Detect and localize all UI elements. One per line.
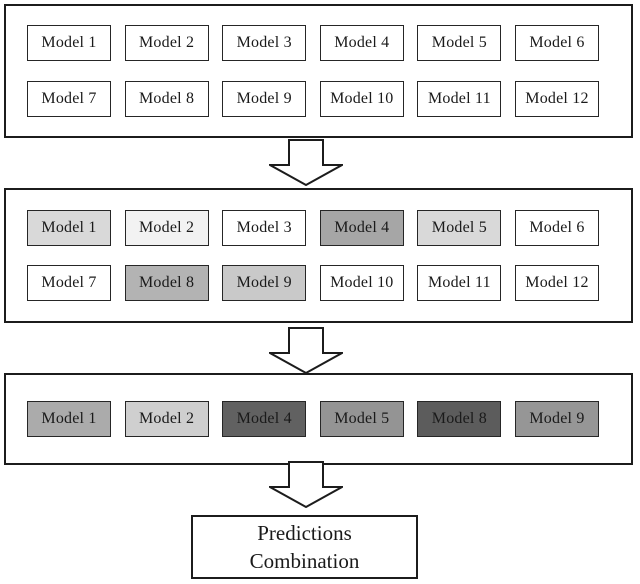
model-box-label: Model 2 bbox=[139, 410, 195, 427]
model-box-label: Model 4 bbox=[236, 410, 292, 427]
model-box: Model 4 bbox=[222, 401, 307, 437]
stage-all-models-panel: Model 1 Model 2 Model 3 Model 4 Model 5 … bbox=[4, 4, 633, 138]
model-row: Model 7 Model 8 Model 9 Model 10 Model 1… bbox=[6, 80, 631, 117]
model-box: Model 8 bbox=[124, 80, 209, 117]
model-box-label: Model 4 bbox=[334, 218, 390, 236]
model-box: Model 4 bbox=[319, 209, 404, 246]
model-box-label: Model 12 bbox=[525, 274, 589, 292]
predictions-combination-line2: Combination bbox=[249, 549, 360, 573]
model-box: Model 11 bbox=[417, 265, 502, 302]
model-box: Model 1 bbox=[27, 209, 111, 246]
model-box: Model 2 bbox=[124, 209, 209, 246]
model-box: Model 4 bbox=[319, 25, 404, 62]
model-box: Model 2 bbox=[124, 25, 209, 62]
model-box: Model 9 bbox=[222, 80, 307, 117]
model-box-label: Model 6 bbox=[529, 34, 585, 52]
model-box-label: Model 1 bbox=[41, 34, 97, 52]
model-box-label: Model 1 bbox=[41, 410, 97, 427]
model-box: Model 12 bbox=[514, 265, 599, 302]
model-box: Model 10 bbox=[319, 80, 404, 117]
down-arrow-icon bbox=[269, 327, 343, 374]
model-box-label: Model 9 bbox=[529, 410, 585, 427]
model-box-label: Model 9 bbox=[236, 274, 292, 292]
model-box: Model 3 bbox=[222, 209, 307, 246]
model-box: Model 1 bbox=[27, 401, 111, 437]
predictions-combination-line1: Predictions bbox=[257, 520, 352, 545]
model-box: Model 5 bbox=[417, 25, 502, 62]
model-box-label: Model 3 bbox=[236, 218, 292, 236]
model-box: Model 6 bbox=[514, 25, 599, 62]
model-row: Model 1 Model 2 Model 3 Model 4 Model 5 … bbox=[6, 25, 631, 62]
model-box-label: Model 3 bbox=[236, 34, 292, 52]
model-box-label: Model 1 bbox=[41, 218, 97, 236]
down-arrow-icon bbox=[269, 139, 343, 186]
model-box-label: Model 5 bbox=[431, 218, 487, 236]
model-box: Model 8 bbox=[417, 401, 502, 437]
down-arrow-icon bbox=[269, 461, 343, 508]
model-box-label: Model 5 bbox=[431, 34, 487, 52]
model-box-label: Model 6 bbox=[529, 218, 585, 236]
model-box: Model 7 bbox=[27, 80, 111, 117]
stage-weighted-models-panel: Model 1 Model 2 Model 3 Model 4 Model 5 … bbox=[4, 188, 633, 323]
model-box: Model 10 bbox=[319, 265, 404, 302]
model-box: Model 7 bbox=[27, 265, 111, 302]
model-box: Model 8 bbox=[124, 265, 209, 302]
model-box: Model 5 bbox=[417, 209, 502, 246]
model-box-label: Model 8 bbox=[139, 89, 195, 107]
model-row: Model 1 Model 2 Model 4 Model 5 Model 8 … bbox=[6, 401, 631, 437]
model-box-label: Model 11 bbox=[427, 274, 491, 292]
model-box-label: Model 8 bbox=[431, 410, 487, 427]
model-box: Model 2 bbox=[124, 401, 209, 437]
model-row: Model 7 Model 8 Model 9 Model 10 Model 1… bbox=[6, 265, 631, 302]
model-box-label: Model 7 bbox=[41, 89, 97, 107]
model-box-label: Model 10 bbox=[330, 89, 394, 107]
model-box: Model 11 bbox=[417, 80, 502, 117]
model-box: Model 5 bbox=[319, 401, 404, 437]
model-box-label: Model 7 bbox=[41, 274, 97, 292]
model-box-label: Model 2 bbox=[139, 34, 195, 52]
model-box-label: Model 4 bbox=[334, 34, 390, 52]
stage-selected-models-panel: Model 1 Model 2 Model 4 Model 5 Model 8 … bbox=[4, 373, 633, 465]
model-box: Model 6 bbox=[514, 209, 599, 246]
model-box-label: Model 9 bbox=[236, 89, 292, 107]
predictions-combination-box: Predictions Combination bbox=[191, 515, 418, 579]
model-box: Model 9 bbox=[222, 265, 307, 302]
model-box-label: Model 12 bbox=[525, 89, 589, 107]
model-box: Model 1 bbox=[27, 25, 111, 62]
model-box-label: Model 2 bbox=[139, 218, 195, 236]
model-box: Model 3 bbox=[222, 25, 307, 62]
model-box-label: Model 8 bbox=[139, 274, 195, 292]
model-box: Model 12 bbox=[514, 80, 599, 117]
model-box-label: Model 11 bbox=[427, 89, 491, 107]
model-box-label: Model 5 bbox=[334, 410, 390, 427]
model-row: Model 1 Model 2 Model 3 Model 4 Model 5 … bbox=[6, 209, 631, 246]
model-box: Model 9 bbox=[514, 401, 599, 437]
model-box-label: Model 10 bbox=[330, 274, 394, 292]
